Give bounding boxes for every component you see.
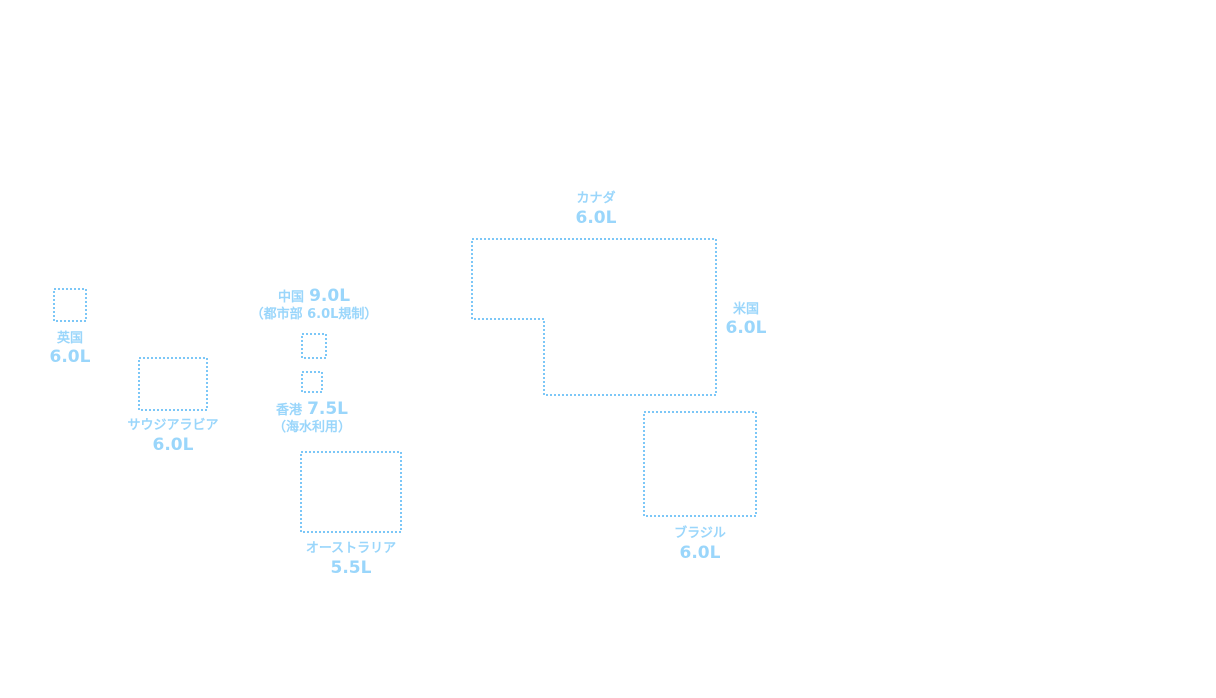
usa-name: 米国 bbox=[732, 302, 760, 317]
brazil-name: ブラジル bbox=[674, 526, 726, 541]
hongkong-label: 香港 7.5L （海水利用） bbox=[272, 399, 352, 435]
uk-value: 6.0L bbox=[49, 347, 91, 367]
china-value: 9.0L bbox=[309, 286, 351, 306]
brazil-value: 6.0L bbox=[679, 543, 721, 563]
australia-shape bbox=[300, 451, 402, 533]
saudi-label: サウジアラビア 6.0L bbox=[127, 419, 218, 454]
hongkong-value: 7.5L bbox=[307, 399, 349, 419]
north-america-shape bbox=[471, 238, 717, 396]
saudi-name: サウジアラビア bbox=[127, 418, 219, 433]
saudi-shape bbox=[138, 357, 208, 411]
canada-value: 6.0L bbox=[575, 208, 617, 228]
saudi-value: 6.0L bbox=[152, 435, 194, 455]
china-note: （都市部 6.0L規制） bbox=[250, 307, 378, 322]
uk-name: 英国 bbox=[56, 331, 84, 346]
brazil-label: ブラジル 6.0L bbox=[674, 527, 726, 562]
china-label: 中国 9.0L （都市部 6.0L規制） bbox=[250, 286, 378, 322]
hongkong-shape bbox=[301, 371, 323, 393]
usa-label: 米国 6.0L bbox=[726, 303, 767, 337]
canada-name: カナダ bbox=[576, 191, 616, 206]
usa-value: 6.0L bbox=[725, 318, 767, 338]
canada-label: カナダ 6.0L bbox=[576, 192, 617, 227]
brazil-shape bbox=[643, 411, 757, 517]
hongkong-name: 香港 bbox=[275, 403, 302, 418]
australia-name: オーストラリア bbox=[305, 541, 397, 556]
uk-shape bbox=[53, 288, 87, 322]
hongkong-note: （海水利用） bbox=[272, 420, 352, 435]
australia-value: 5.5L bbox=[330, 558, 372, 578]
china-name: 中国 bbox=[277, 290, 304, 305]
china-shape bbox=[301, 333, 327, 359]
australia-label: オーストラリア 5.5L bbox=[306, 542, 396, 577]
uk-label: 英国 6.0L bbox=[50, 332, 91, 366]
